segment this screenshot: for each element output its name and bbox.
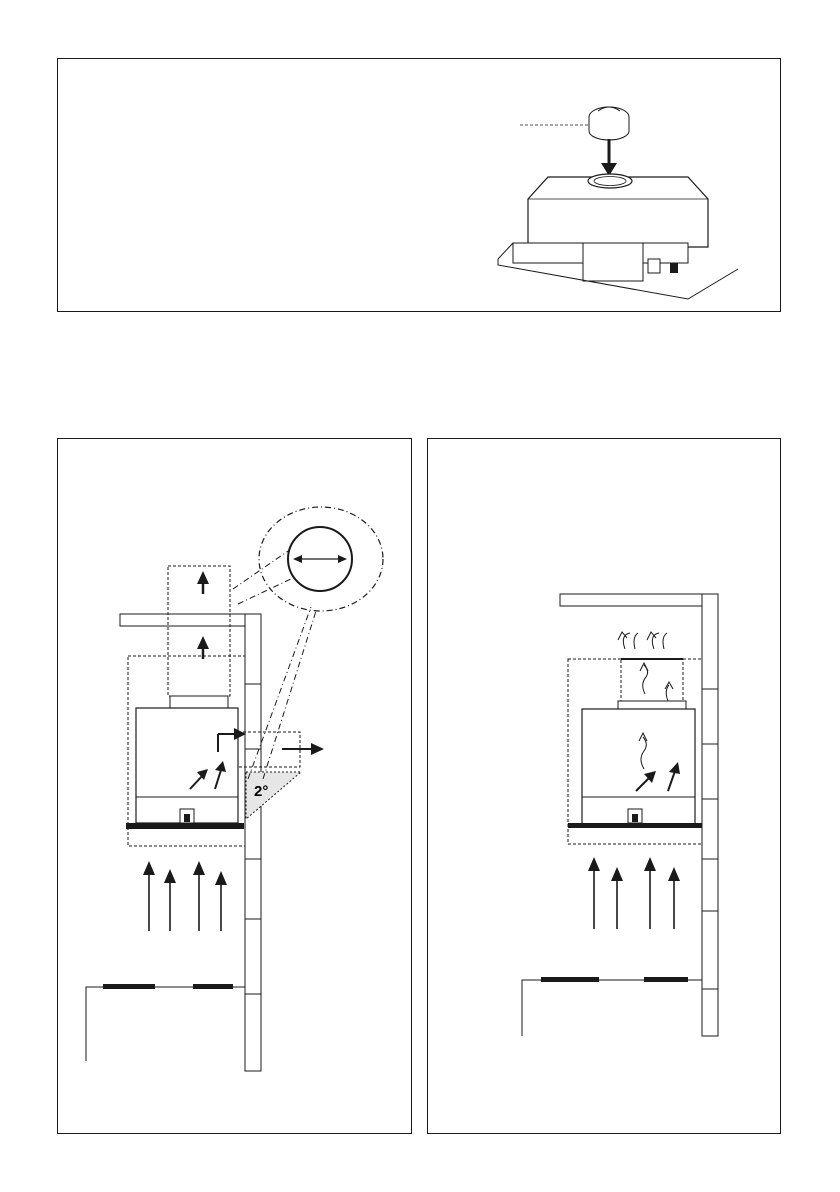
ducting-icon bbox=[168, 566, 230, 696]
hood-icon bbox=[568, 709, 702, 828]
ceiling-icon bbox=[120, 614, 245, 626]
damper-icon bbox=[589, 107, 629, 140]
hob-icon bbox=[86, 984, 245, 1061]
air-flow-icon bbox=[618, 632, 667, 649]
ceiling-icon bbox=[560, 594, 702, 606]
collar bbox=[170, 696, 228, 708]
installation-overview-panel bbox=[57, 58, 781, 312]
air-flow-icon bbox=[143, 861, 227, 931]
slope-angle-label: 2° bbox=[254, 783, 268, 800]
filter-unit-icon bbox=[621, 659, 683, 704]
hood-icon bbox=[498, 174, 738, 299]
air-flow-icon bbox=[588, 857, 680, 929]
hood-damper-illustration bbox=[58, 59, 782, 313]
arrow-icon bbox=[311, 743, 324, 755]
wall-icon bbox=[702, 594, 718, 1036]
hood-icon bbox=[126, 708, 244, 829]
arrow-icon bbox=[234, 728, 246, 740]
recirculation-diagram bbox=[428, 439, 782, 1135]
wall-icon bbox=[245, 614, 261, 1071]
hob-icon bbox=[522, 977, 702, 1036]
ducted-mode-panel: 2° bbox=[57, 438, 412, 1134]
ducted-extraction-diagram: 2° bbox=[58, 439, 413, 1135]
recirculation-mode-panel bbox=[427, 438, 781, 1134]
